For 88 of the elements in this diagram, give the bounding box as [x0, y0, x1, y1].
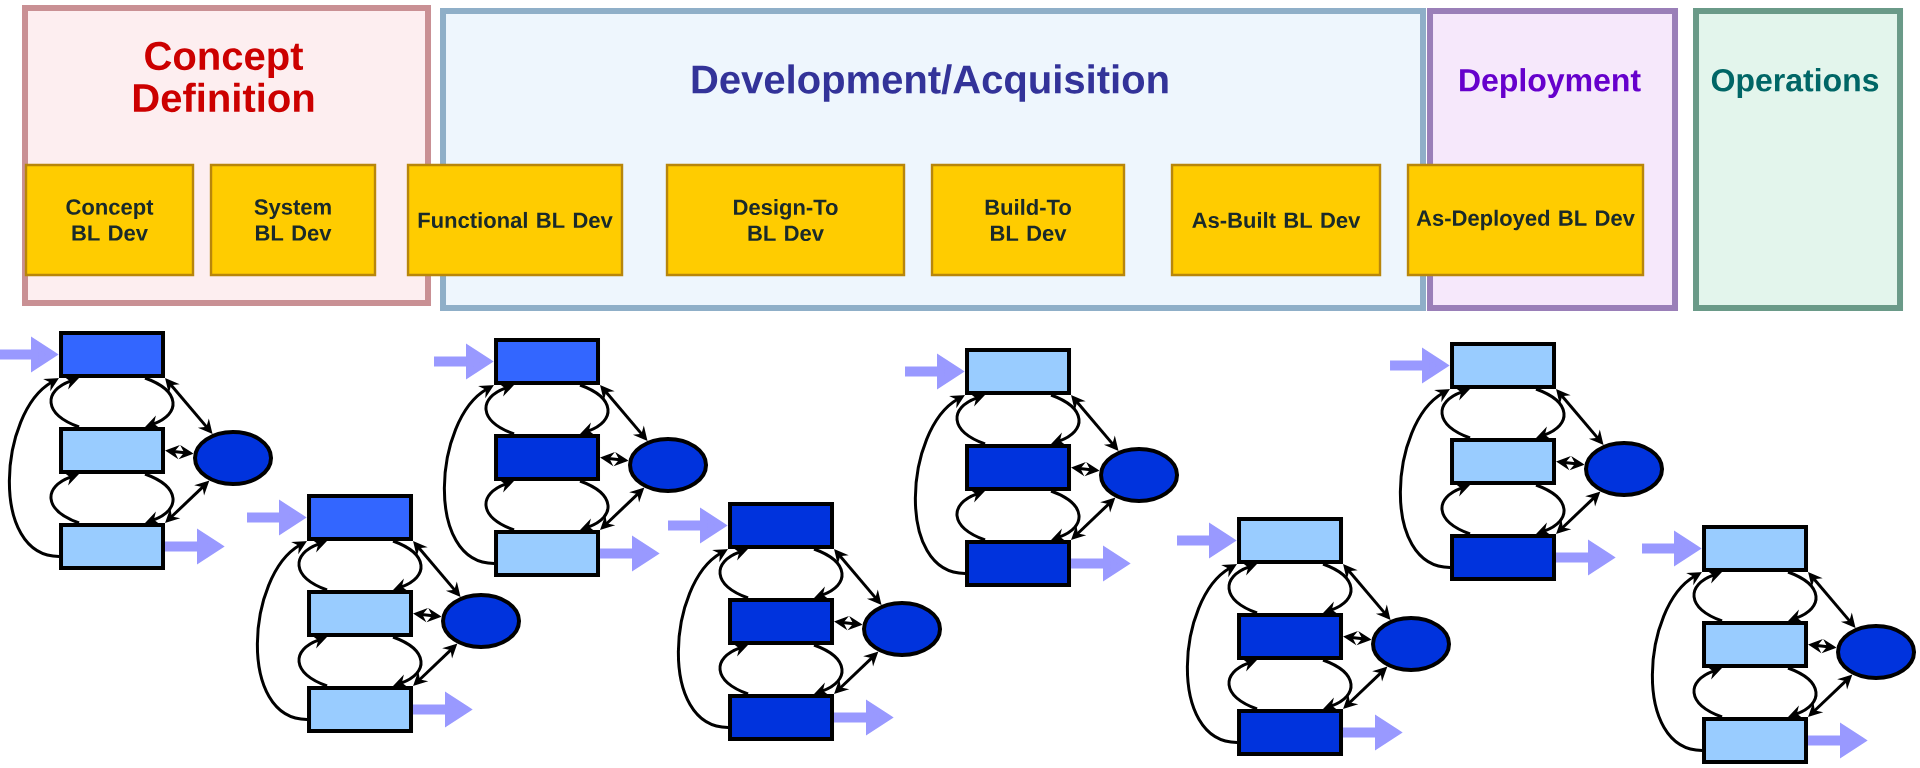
- curved-arrow: [484, 479, 515, 532]
- process-box: [1702, 621, 1808, 668]
- process-box: [59, 427, 165, 474]
- curved-arrow: [1787, 570, 1818, 623]
- process-box: [307, 494, 413, 541]
- oval-node: [628, 437, 708, 493]
- curved-arrow: [1227, 658, 1258, 711]
- curved-arrow: [813, 547, 844, 600]
- curved-arrow: [718, 643, 749, 696]
- arrow: [1343, 564, 1391, 620]
- curved-arrow: [1692, 666, 1723, 719]
- process-box: [307, 590, 413, 637]
- oval-node: [193, 430, 273, 486]
- curved-arrow: [442, 385, 495, 565]
- curved-arrow: [1322, 562, 1353, 615]
- oval-node: [862, 601, 942, 657]
- baseline-box: Design-To BL Dev: [665, 163, 906, 277]
- process-box: [59, 523, 165, 570]
- curved-arrow: [1050, 393, 1081, 446]
- process-box: [1702, 717, 1808, 764]
- process-box: [965, 540, 1071, 587]
- baseline-box: Build-To BL Dev: [930, 163, 1126, 277]
- curved-arrow: [1535, 483, 1566, 536]
- curved-arrow: [955, 489, 986, 542]
- baseline-box: Concept BL Dev: [24, 163, 195, 277]
- curved-arrow: [1322, 658, 1353, 711]
- curved-arrow: [813, 643, 844, 696]
- baseline-box: System BL Dev: [209, 163, 377, 277]
- arrow: [413, 541, 461, 597]
- curved-arrow: [1787, 666, 1818, 719]
- curved-arrow: [297, 635, 328, 688]
- arrow: [834, 549, 882, 605]
- curved-arrow: [297, 539, 328, 592]
- process-box: [1450, 342, 1556, 389]
- curved-arrow: [1227, 562, 1258, 615]
- curved-arrow: [49, 376, 80, 429]
- curved-arrow: [1692, 570, 1723, 623]
- process-box: [494, 434, 600, 481]
- curved-arrow: [579, 479, 610, 532]
- baseline-box: As-Deployed BL Dev: [1406, 163, 1645, 277]
- process-box: [1702, 525, 1808, 572]
- curved-arrow: [1650, 572, 1703, 752]
- process-box: [494, 530, 600, 577]
- process-box: [1237, 613, 1343, 660]
- oval-node: [1836, 624, 1916, 680]
- arrow: [600, 385, 648, 441]
- curved-arrow: [144, 472, 175, 525]
- phase-band: Operations: [1693, 8, 1903, 311]
- curved-arrow: [955, 393, 986, 446]
- curved-arrow: [49, 472, 80, 525]
- curved-arrow: [255, 541, 308, 721]
- curved-arrow: [392, 635, 423, 688]
- oval-node: [441, 593, 521, 649]
- oval-node: [1584, 441, 1664, 497]
- arrow: [1556, 389, 1604, 445]
- process-box: [728, 694, 834, 741]
- process-box: [1450, 438, 1556, 485]
- curved-arrow: [1398, 389, 1451, 569]
- process-box: [728, 502, 834, 549]
- arrow: [1808, 572, 1856, 628]
- process-box: [59, 331, 165, 378]
- process-box: [728, 598, 834, 645]
- oval-node: [1371, 616, 1451, 672]
- curved-arrow: [1535, 387, 1566, 440]
- curved-arrow: [579, 383, 610, 436]
- curved-arrow: [392, 539, 423, 592]
- curved-arrow: [144, 376, 175, 429]
- arrow: [165, 378, 213, 434]
- process-box: [1450, 534, 1556, 581]
- curved-arrow: [1440, 387, 1471, 440]
- process-box: [307, 686, 413, 733]
- process-box: [1237, 709, 1343, 756]
- curved-arrow: [1185, 564, 1238, 744]
- curved-arrow: [676, 549, 729, 729]
- process-box: [965, 444, 1071, 491]
- baseline-box: Functional BL Dev: [406, 163, 624, 277]
- curved-arrow: [7, 378, 60, 558]
- process-box: [965, 348, 1071, 395]
- baseline-box: As-Built BL Dev: [1170, 163, 1382, 277]
- process-box: [1237, 517, 1343, 564]
- oval-node: [1099, 447, 1179, 503]
- curved-arrow: [913, 395, 966, 575]
- arrow: [1071, 395, 1119, 451]
- curved-arrow: [1050, 489, 1081, 542]
- process-box: [494, 338, 600, 385]
- curved-arrow: [718, 547, 749, 600]
- curved-arrow: [1440, 483, 1471, 536]
- curved-arrow: [484, 383, 515, 436]
